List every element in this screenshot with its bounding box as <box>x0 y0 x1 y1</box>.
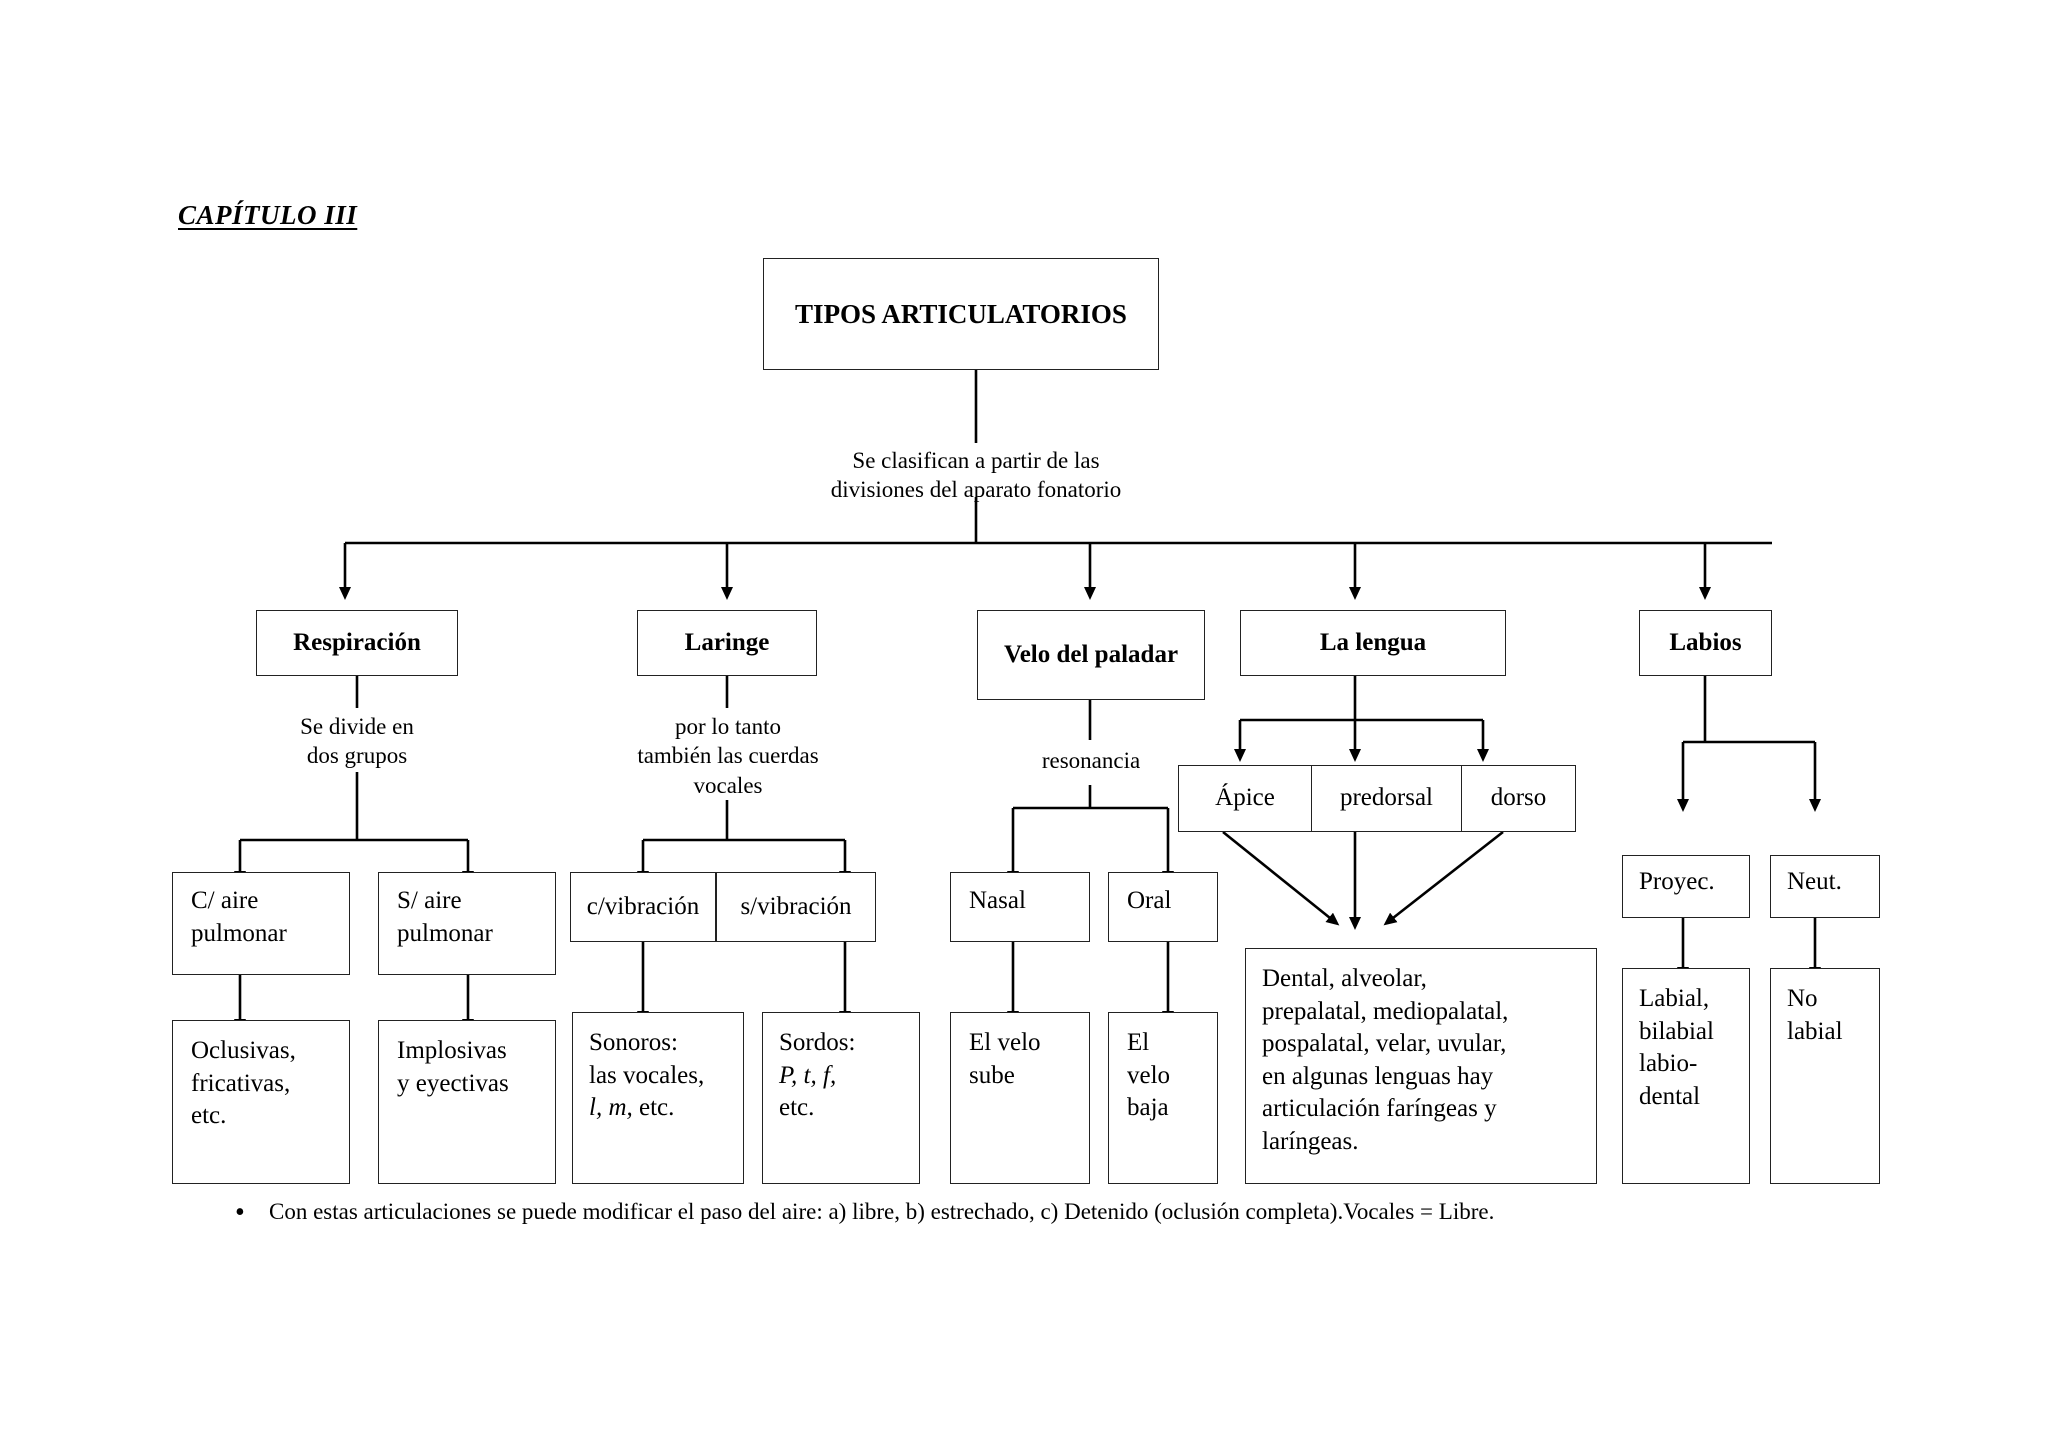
node-apice[interactable]: Ápice <box>1178 765 1312 832</box>
node-el-velo-sube[interactable]: El velo sube <box>950 1012 1090 1184</box>
node-sonoros[interactable]: Sonoros: las vocales, l, m, etc. <box>572 1012 744 1184</box>
node-label: Labios <box>1669 629 1742 656</box>
node-oral[interactable]: Oral <box>1108 872 1218 942</box>
note-respiracion: Se divide en dos grupos <box>300 714 414 769</box>
chapter-heading: CAPÍTULO III <box>178 200 358 230</box>
node-label: Respiración <box>293 629 421 656</box>
node-la-lengua[interactable]: La lengua <box>1240 610 1506 676</box>
node-label-italic: l, m, <box>589 1094 633 1121</box>
note-laringe: por lo tanto también las cuerdas vocales <box>637 714 819 798</box>
node-label: Labial, bilabial labio- dental <box>1639 985 1714 1110</box>
note-velo-del-paladar: resonancia <box>1041 748 1141 773</box>
node-label: La lengua <box>1319 629 1427 656</box>
node-label: No labial <box>1787 985 1843 1045</box>
node-s-vibracion[interactable]: s/vibración <box>716 872 876 942</box>
node-label: TIPOS ARTICULATORIOS <box>795 298 1127 329</box>
node-label: Nasal <box>969 887 1026 914</box>
root-connector-note: Se clasifican a partir de las divisiones… <box>830 448 1122 503</box>
bullet-icon: • <box>235 1197 245 1228</box>
node-label: Velo del paladar <box>1003 641 1179 668</box>
node-velo-del-paladar[interactable]: Velo del paladar <box>977 610 1205 700</box>
node-label-tail: etc. <box>632 1094 675 1121</box>
node-label: Implosivas y eyectivas <box>397 1037 509 1097</box>
node-label-tail: etc. <box>779 1094 815 1121</box>
node-label: dorso <box>1490 784 1547 812</box>
node-label: Neut. <box>1787 868 1842 895</box>
node-label: c/vibración <box>586 892 700 920</box>
node-s-aire-pulmonar[interactable]: S/ aire pulmonar <box>378 872 556 975</box>
node-label: El velo sube <box>969 1029 1041 1089</box>
node-predorsal[interactable]: predorsal <box>1312 765 1462 832</box>
node-respiracion[interactable]: Respiración <box>256 610 458 676</box>
node-labial-bilabial[interactable]: Labial, bilabial labio- dental <box>1622 968 1750 1184</box>
node-label: Laringe <box>684 629 770 656</box>
node-label: Proyec. <box>1639 868 1715 895</box>
footer-bullet-item: • Con estas articulaciones se puede modi… <box>235 1197 1875 1229</box>
node-label: Sonoros: <box>589 1029 678 1056</box>
node-dental-alveolar-list[interactable]: Dental, alveolar, prepalatal, mediopalat… <box>1245 948 1597 1184</box>
node-label: s/vibración <box>740 892 852 920</box>
node-label: Ápice <box>1215 784 1275 812</box>
node-tipos-articulatorios[interactable]: TIPOS ARTICULATORIOS <box>763 258 1159 370</box>
node-no-labial[interactable]: No labial <box>1770 968 1880 1184</box>
node-labios[interactable]: Labios <box>1639 610 1772 676</box>
node-label-line2: las vocales, <box>589 1061 705 1089</box>
node-label: predorsal <box>1339 784 1434 812</box>
node-sordos[interactable]: Sordos: P, t, f, etc. <box>762 1012 920 1184</box>
node-oclusivas-fricativas[interactable]: Oclusivas, fricativas, etc. <box>172 1020 350 1184</box>
node-nasal[interactable]: Nasal <box>950 872 1090 942</box>
node-c-vibracion[interactable]: c/vibración <box>570 872 716 942</box>
bullet-text: Con estas articulaciones se puede modifi… <box>269 1199 1495 1224</box>
node-label: C/ aire pulmonar <box>191 887 287 947</box>
node-laringe[interactable]: Laringe <box>637 610 817 676</box>
node-c-aire-pulmonar[interactable]: C/ aire pulmonar <box>172 872 350 975</box>
node-label: S/ aire pulmonar <box>397 887 493 947</box>
node-label: Dental, alveolar, prepalatal, mediopalat… <box>1262 965 1509 1155</box>
node-label: Oral <box>1127 887 1172 914</box>
node-el-velo-baja[interactable]: El velo baja <box>1108 1012 1218 1184</box>
node-label: El velo baja <box>1127 1029 1171 1121</box>
node-neut[interactable]: Neut. <box>1770 855 1880 918</box>
node-proyec[interactable]: Proyec. <box>1622 855 1750 918</box>
node-implosivas-eyectivas[interactable]: Implosivas y eyectivas <box>378 1020 556 1184</box>
node-label: Sordos: <box>779 1029 856 1056</box>
node-label-italic: P, t, f, <box>779 1061 837 1089</box>
node-label: Oclusivas, fricativas, etc. <box>191 1037 296 1129</box>
node-dorso[interactable]: dorso <box>1462 765 1576 832</box>
